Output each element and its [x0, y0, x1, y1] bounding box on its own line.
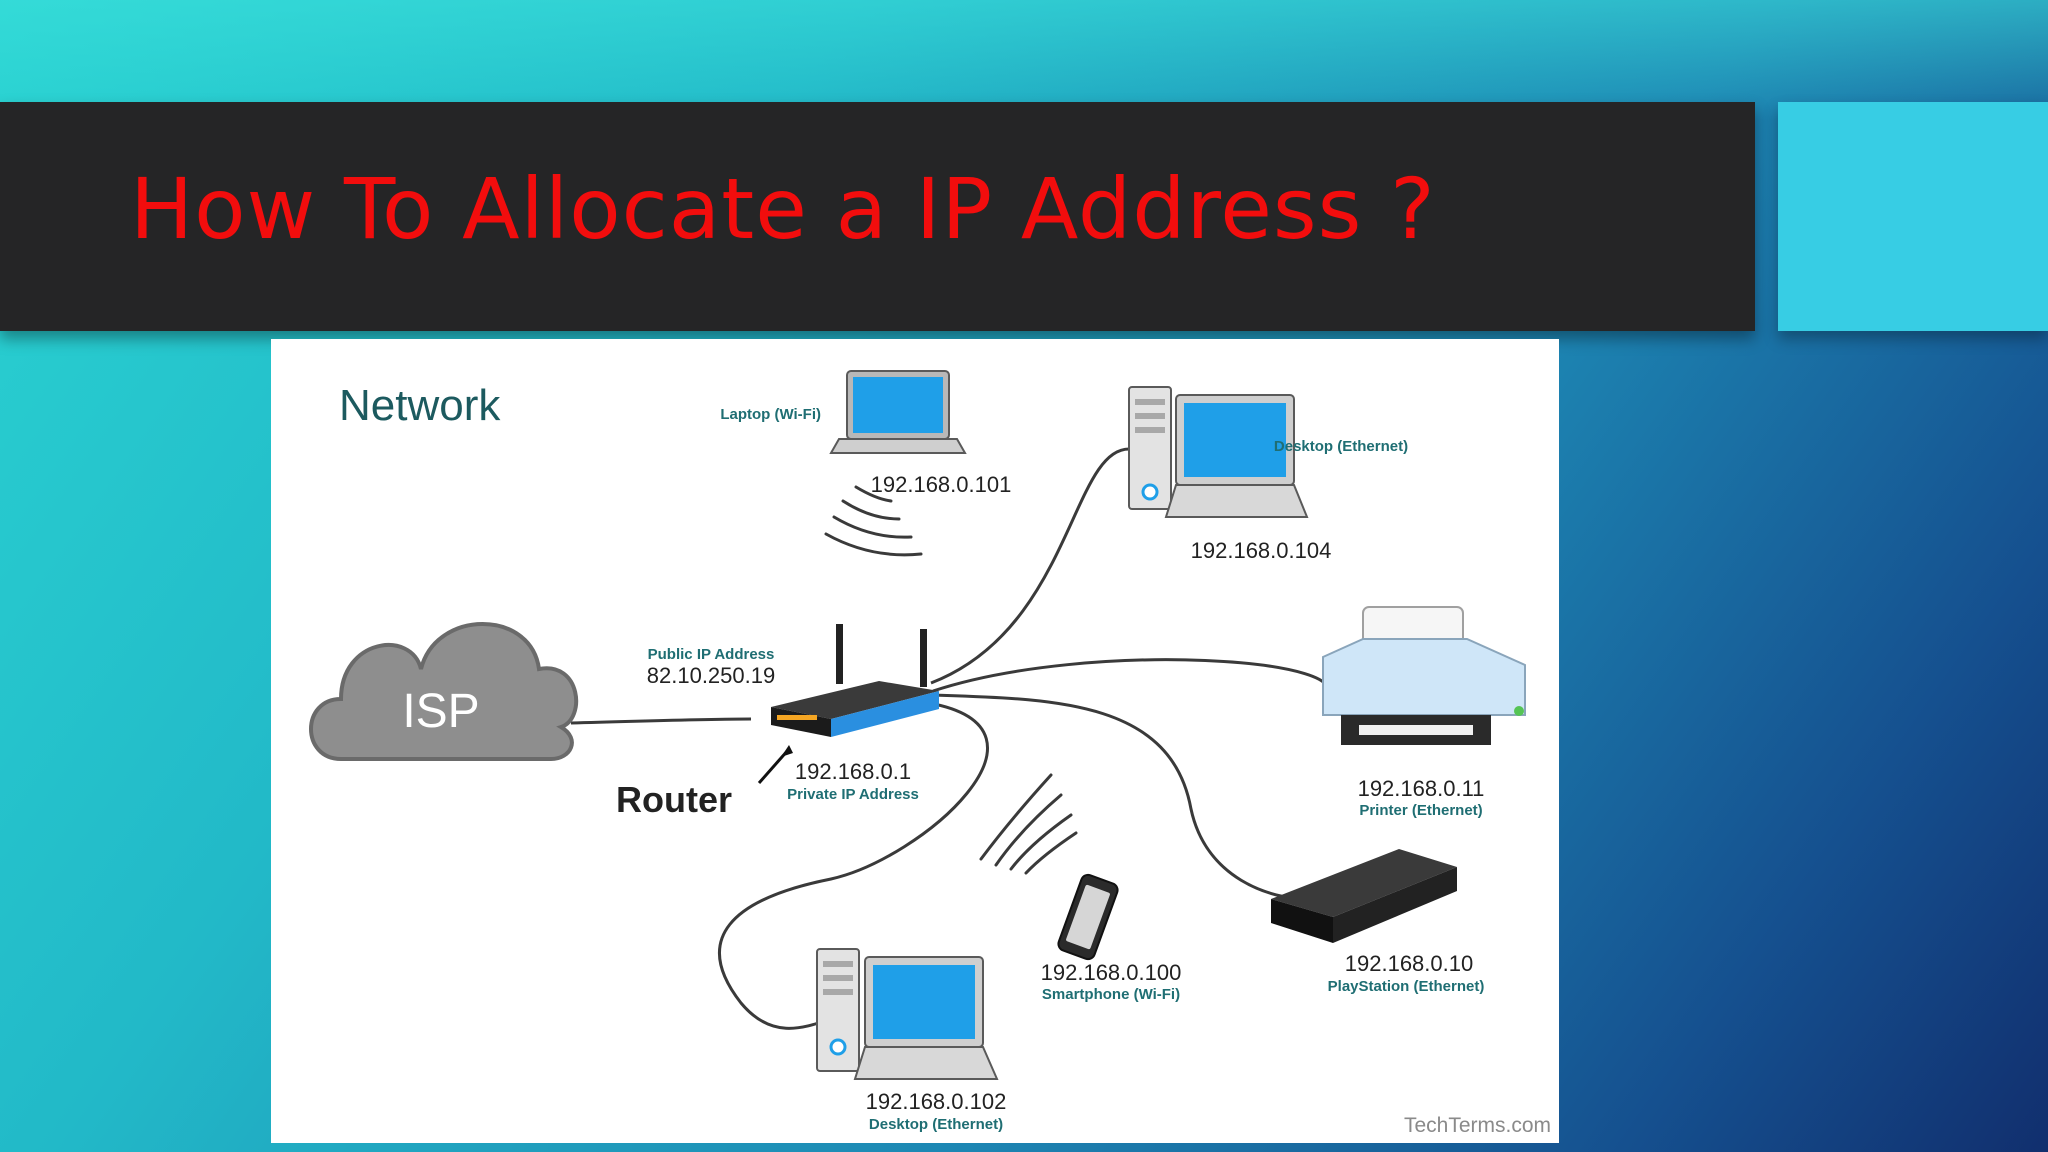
- router: [757, 624, 939, 784]
- desktop-top-ip: 192.168.0.104: [1191, 538, 1332, 563]
- network-diagram-svg: Network ISP Router Public IP Address 82.…: [309, 370, 1551, 1137]
- cables: [570, 447, 1330, 1030]
- playstation-ip: 192.168.0.10: [1345, 951, 1473, 976]
- wifi-waves-phone-icon: [979, 773, 1078, 875]
- private-ip-caption: Private IP Address: [787, 786, 919, 803]
- wifi-waves-laptop-icon: [824, 485, 923, 557]
- printer-caption: Printer (Ethernet): [1359, 802, 1482, 819]
- printer-icon: [1322, 606, 1526, 745]
- public-ip-caption: Public IP Address: [648, 646, 775, 663]
- isp-cloud: ISP: [309, 622, 579, 761]
- title-bar: [0, 102, 1755, 331]
- cable-isp-router: [570, 717, 752, 725]
- laptop-icon: [829, 370, 967, 454]
- watermark: TechTerms.com: [1404, 1114, 1551, 1137]
- laptop-ip: 192.168.0.101: [871, 472, 1012, 497]
- router-label: Router: [616, 779, 732, 820]
- router-arrow-head: [781, 745, 793, 757]
- smartphone-ip: 192.168.0.100: [1041, 960, 1182, 985]
- printer-ip: 192.168.0.11: [1358, 776, 1485, 801]
- cable-router-desktop-bottom: [718, 701, 989, 1030]
- diagram-heading: Network: [339, 381, 501, 430]
- smartphone-icon: [1057, 873, 1119, 961]
- slide-title: How To Allocate a IP Address ?: [130, 160, 1436, 258]
- router-front: [771, 707, 831, 737]
- router-lights: [777, 715, 817, 720]
- smartphone-caption: Smartphone (Wi-Fi): [1042, 986, 1180, 1003]
- laptop-caption: Laptop (Wi-Fi): [720, 406, 821, 423]
- desktop-bottom-ip: 192.168.0.102: [866, 1089, 1007, 1114]
- cable-router-playstation: [930, 693, 1308, 901]
- playstation-caption: PlayStation (Ethernet): [1328, 978, 1485, 995]
- playstation-icon: [1271, 849, 1457, 943]
- cable-router-printer: [932, 658, 1330, 701]
- router-antenna-right: [920, 629, 927, 687]
- router-side: [831, 691, 939, 737]
- isp-label: ISP: [402, 685, 479, 738]
- public-ip: 82.10.250.19: [647, 663, 775, 688]
- desktop-bottom-caption: Desktop (Ethernet): [869, 1116, 1003, 1133]
- accent-block: [1778, 102, 2048, 331]
- desktop-top-caption: Desktop (Ethernet): [1274, 438, 1408, 455]
- desktop-top-icon: [1128, 386, 1309, 518]
- cable-router-desktop-top: [930, 447, 1130, 685]
- router-top: [771, 681, 939, 719]
- router-private-ip: 192.168.0.1: [795, 759, 911, 784]
- network-diagram: Network ISP Router Public IP Address 82.…: [271, 339, 1559, 1143]
- background-glow: [0, 0, 2048, 120]
- cloud-icon: [309, 622, 579, 761]
- router-antenna-left: [836, 624, 843, 684]
- desktop-bottom-icon: [816, 948, 999, 1080]
